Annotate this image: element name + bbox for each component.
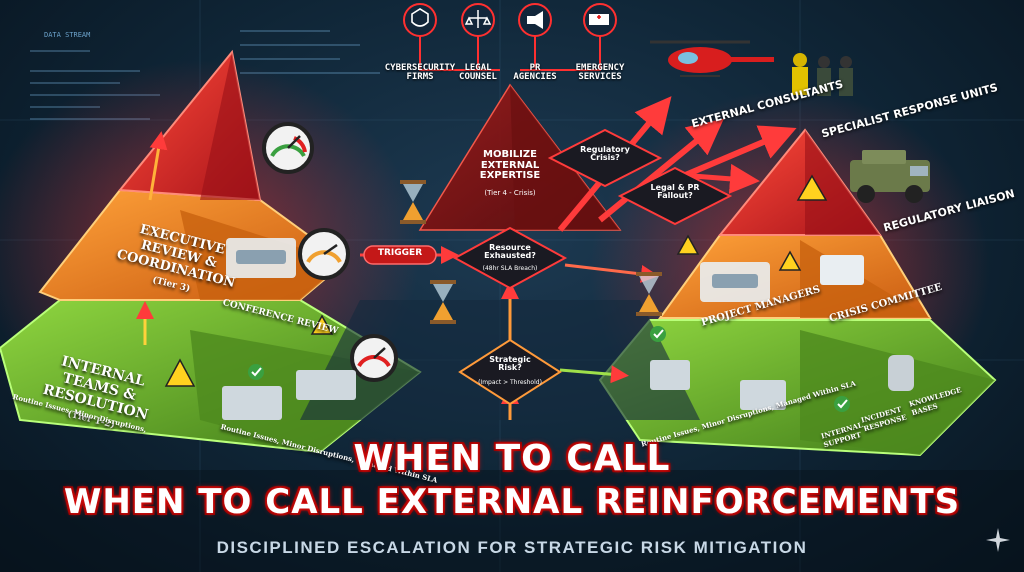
legal-question: Legal & PR Fallout? <box>650 183 700 201</box>
agency-emergency: EMERGENCY SERVICES <box>575 63 625 83</box>
trigger-label: TRIGGER <box>377 248 423 258</box>
helicopter <box>650 40 774 77</box>
warning-icons <box>164 174 828 387</box>
office-scenes <box>222 238 914 420</box>
subtitle: DISCIPLINED ESCALATION FOR STRATEGIC RIS… <box>216 538 808 557</box>
external-assets <box>650 40 930 203</box>
title-line-1: WHEN TO CALL <box>353 438 671 479</box>
resource-question: Resource Exhausted? <box>484 243 536 261</box>
regulatory-question: Regulatory Crisis? <box>580 145 630 163</box>
response-team <box>792 53 853 96</box>
hourglass-icons <box>400 180 662 324</box>
left-pyramid <box>0 49 422 454</box>
sparkle-icon <box>986 528 1010 552</box>
agency-pr: PR AGENCIES <box>513 63 557 83</box>
tier4-sub: (Tier 4 - Crisis) <box>484 189 536 197</box>
agency-cybersecurity: CYBERSECURITY FIRMS <box>384 63 456 83</box>
decision-diamonds <box>452 128 733 406</box>
agency-icons <box>403 3 617 37</box>
armored-vehicle <box>850 150 930 203</box>
strategic-sub: (Impact > Threshold) <box>478 379 542 386</box>
trigger-pill <box>363 245 437 265</box>
check-icons <box>248 326 850 412</box>
gauge-icons <box>262 122 398 382</box>
footer-band <box>0 470 1024 572</box>
data-stream-label: DATA STREAM <box>44 31 91 39</box>
agency-legal: LEGAL COUNSEL <box>459 63 497 83</box>
title-line-2: WHEN TO CALL EXTERNAL REINFORCEMENTS <box>63 482 961 522</box>
resource-sub: (48hr SLA Breach) <box>482 265 538 272</box>
tier4-title: MOBILIZE EXTERNAL EXPERTISE <box>479 149 541 181</box>
strategic-question: Strategic Risk? <box>489 355 531 373</box>
